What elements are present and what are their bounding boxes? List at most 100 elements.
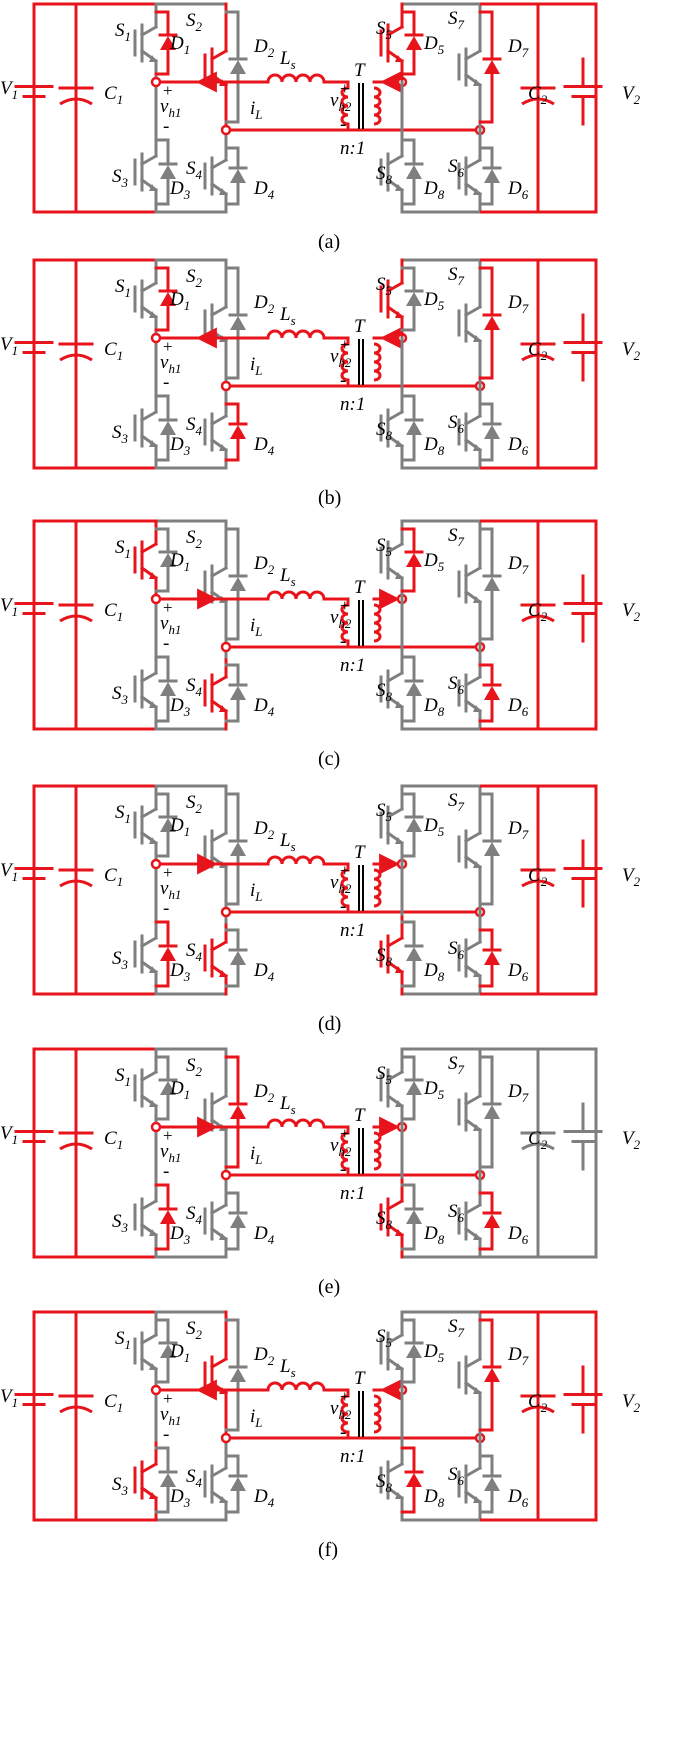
vh1-plus: + [163, 337, 173, 356]
s1-switch-arrow [149, 311, 157, 318]
s6-switch-c-lead [463, 939, 483, 953]
s5-label-sub: 5 [386, 544, 393, 559]
d8-label-sub: 8 [438, 1495, 445, 1510]
s8-switch-diode [400, 920, 424, 988]
s2-label: S2 [186, 792, 203, 816]
s4-label-main: S [186, 1203, 196, 1224]
vh2-label-main: v [330, 1135, 339, 1156]
s8-switch-diode [400, 1446, 424, 1514]
vh1-label-main: v [160, 613, 169, 634]
s8-label-sub: 8 [386, 1217, 393, 1232]
d4-label-main: D [253, 434, 268, 455]
s2-label: S2 [186, 1318, 203, 1342]
d2-label: D2 [253, 36, 275, 60]
s5-switch-c-lead [385, 541, 405, 555]
s6-label-main: S [448, 412, 458, 433]
vh1-label-sub: h1 [168, 622, 181, 637]
s5-label-sub: 5 [386, 1072, 393, 1087]
c1-label-main: C [104, 600, 117, 621]
il-label-main: i [250, 880, 255, 901]
ls-label: Ls [279, 565, 296, 589]
vh1-plus: + [163, 81, 173, 100]
s7-switch-diode [478, 792, 502, 906]
s5-switch-arrow [395, 837, 403, 844]
d4-label: D4 [253, 695, 275, 719]
c2-label-main: C [528, 600, 541, 621]
s8-switch-c-lead [385, 153, 405, 167]
d2-label: D2 [253, 1344, 275, 1368]
v2-source [563, 574, 603, 643]
s6-switch-diode [478, 402, 502, 462]
d4-label-sub: 4 [268, 1495, 275, 1510]
d7-label-sub: 7 [522, 45, 529, 60]
d8-label-main: D [423, 695, 438, 716]
s4-label: S4 [186, 158, 203, 182]
s7-switch-arrow [473, 79, 481, 86]
s1-label-main: S [115, 20, 125, 41]
vh2-label: vh2 [330, 346, 352, 370]
vh1-label-main: v [160, 878, 169, 899]
s6-switch-diode [478, 928, 502, 988]
s7-switch-c-lead [463, 830, 483, 844]
s1-switch-d-triangle [160, 1081, 176, 1095]
d8-label: D8 [423, 1223, 445, 1247]
vh1-minus: - [163, 1424, 169, 1445]
s5-label-main: S [376, 800, 386, 821]
s4-label-main: S [186, 1466, 196, 1487]
s6-label-sub: 6 [458, 1210, 465, 1225]
d6-label-sub: 6 [522, 1495, 529, 1510]
s4-switch-arrow [219, 970, 227, 977]
s8-switch-c-lead [385, 1461, 405, 1475]
s1-label-sub: 1 [125, 1337, 131, 1352]
d1-label-main: D [169, 550, 184, 571]
node-left-a [150, 332, 162, 344]
s2-label-main: S [186, 527, 196, 548]
s7-switch [457, 784, 502, 914]
v2-label-sub: 2 [634, 1400, 641, 1415]
v1-label: V1 [0, 1123, 18, 1147]
vh2-minus: - [340, 896, 346, 917]
s6-label: S6 [448, 412, 465, 436]
s7-label: S7 [448, 1316, 465, 1340]
c2-label: C2 [528, 865, 548, 889]
s3-switch-c-lead [139, 935, 159, 949]
c1-label-sub: 1 [117, 92, 123, 107]
s4-switch-d-triangle [230, 951, 246, 965]
v1-label-sub: 1 [12, 869, 18, 884]
d7-label-main: D [507, 292, 522, 313]
v2-label: V2 [622, 83, 641, 107]
v1-source [14, 839, 54, 908]
ls-inductor-coil [266, 1381, 326, 1391]
s6-label-sub: 6 [458, 421, 465, 436]
d8-label: D8 [423, 434, 445, 458]
il-label-sub: L [254, 624, 262, 639]
s7-label-main: S [448, 8, 458, 29]
c1-label-sub: 1 [117, 348, 123, 363]
s5-switch-c-lead [385, 280, 405, 294]
d5-label-sub: 5 [438, 1087, 445, 1102]
s8-label-sub: 8 [386, 428, 393, 443]
s3-switch-d-triangle [160, 682, 176, 696]
vh1-label: vh1 [160, 613, 181, 637]
d1-label: D1 [169, 815, 190, 839]
d6-label-main: D [507, 178, 522, 199]
d3-label-main: D [169, 695, 184, 716]
d4-label-sub: 4 [268, 1232, 275, 1247]
il-label-sub: L [254, 889, 262, 904]
d3-label-main: D [169, 1223, 184, 1244]
s6-switch-arrow [473, 1233, 481, 1240]
ls-label-sub: s [291, 574, 296, 589]
s7-label-sub: 7 [458, 534, 465, 549]
s7-switch-diode [478, 1318, 502, 1432]
il-label-main: i [250, 354, 255, 375]
s1-switch-c-lead [139, 541, 159, 555]
d5-label: D5 [423, 815, 445, 839]
s6-switch-c-lead [463, 1202, 483, 1216]
s6-label: S6 [448, 1464, 465, 1488]
d6-label-main: D [507, 695, 522, 716]
s1-switch-d-triangle [160, 818, 176, 832]
s6-label-sub: 6 [458, 1473, 465, 1488]
s4-switch-d-triangle [230, 1214, 246, 1228]
v2-label: V2 [622, 1391, 641, 1415]
